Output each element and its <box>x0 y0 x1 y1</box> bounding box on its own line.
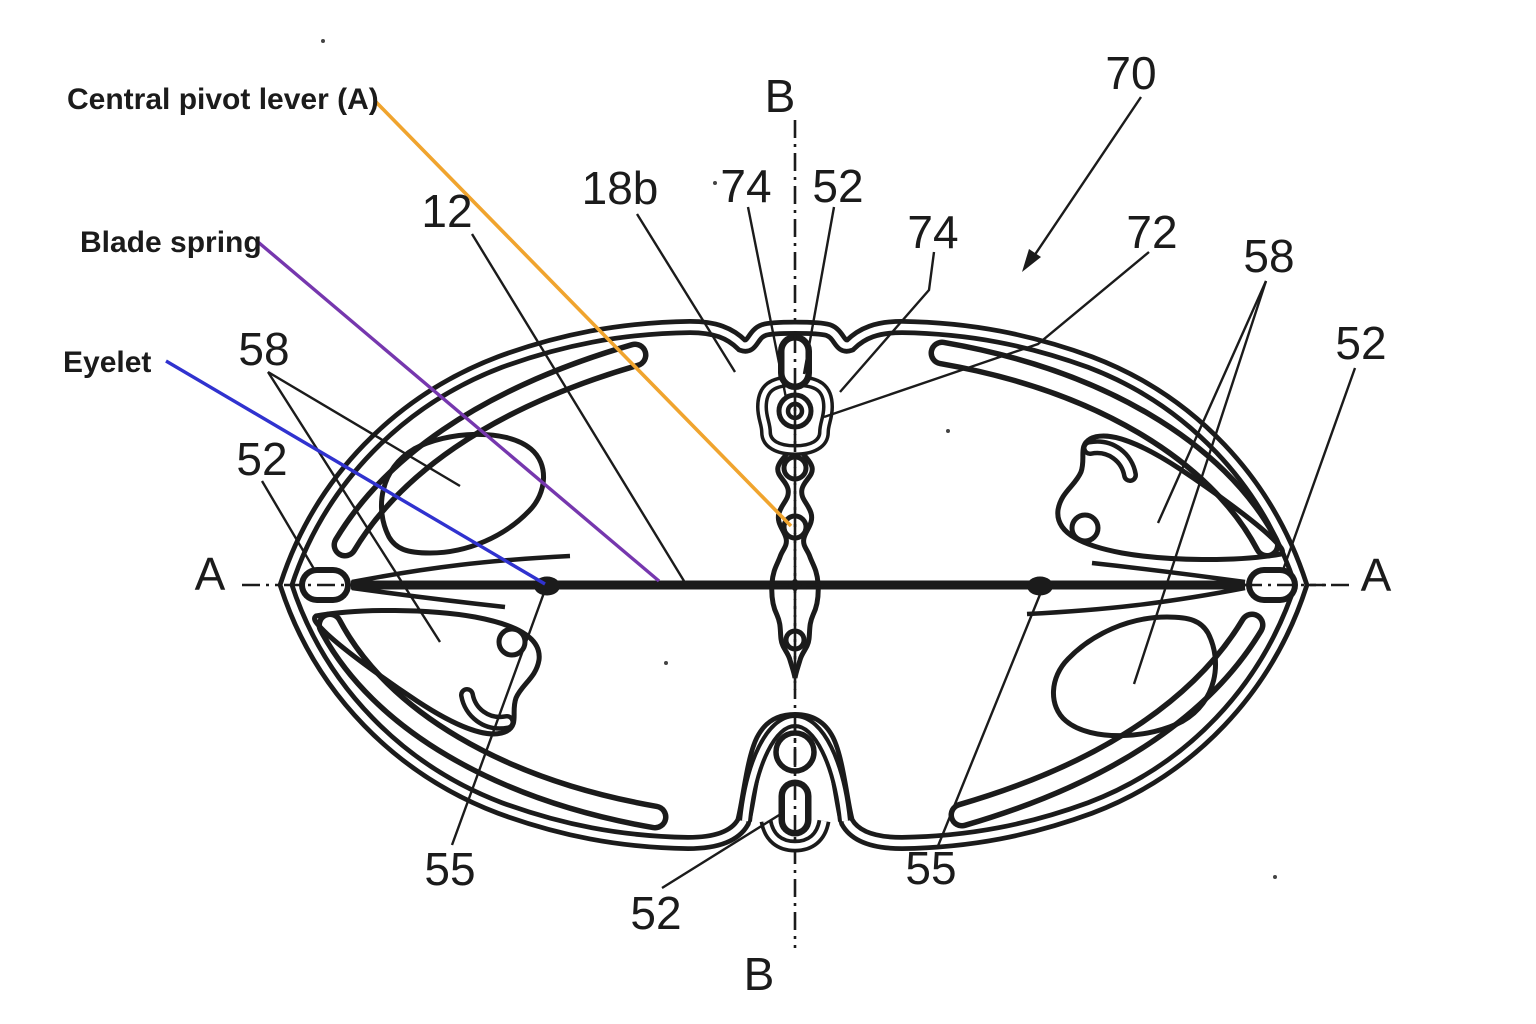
axis-a-right-label: A <box>1361 549 1392 601</box>
frame-outline <box>277 318 1310 852</box>
interior-cutouts-left <box>299 341 669 831</box>
ref-52-right-leader <box>1281 367 1357 571</box>
clevis-upper-line <box>351 553 571 585</box>
scan-specks <box>321 39 1277 879</box>
annotation-labels: Central pivot lever (A) Blade spring Eye… <box>63 83 379 379</box>
curved-slot-upper-gap <box>337 347 643 553</box>
ref-58-right-leader-1 <box>1156 280 1268 524</box>
ref-58-right-leader-2 <box>1132 280 1268 685</box>
speck <box>946 429 950 433</box>
ref-52-left-label: 52 <box>236 433 287 485</box>
ref-55-left-label: 55 <box>424 843 475 895</box>
ref-72-label: 72 <box>1126 206 1177 258</box>
ref-72-leader <box>823 251 1150 419</box>
ref-18b-label: 18b <box>582 162 659 214</box>
island-crescent-gap <box>463 691 511 727</box>
ref-52-bottom-leader <box>661 810 785 890</box>
ref-55-right-leader <box>936 591 1043 847</box>
ref-52-right-label: 52 <box>1335 317 1386 369</box>
annotation-leaders <box>165 100 793 586</box>
ref-12-leader <box>470 233 686 582</box>
reference-labels: 12 18b 74 52 74 70 72 58 52 58 52 55 55 … <box>195 47 1392 1000</box>
axis-b-top-label: B <box>765 70 796 122</box>
ref-52-top-leader <box>802 206 836 375</box>
speck <box>713 181 717 185</box>
frame-outline-gap <box>282 323 1305 847</box>
blade-spring-leader <box>256 240 661 583</box>
curved-slot-lower-gap <box>322 617 663 825</box>
ref-70-label: 70 <box>1105 47 1156 99</box>
bottom-droplet-gap <box>763 820 827 849</box>
island-lower <box>312 607 542 737</box>
eyelet-leader <box>165 359 546 586</box>
blade-spring-label: Blade spring <box>80 226 262 259</box>
speck <box>1273 875 1277 879</box>
central-pivot-lever-leader <box>374 100 793 528</box>
ref-55-left-leader <box>450 589 547 846</box>
ref-58-left-leader-2 <box>266 371 442 643</box>
reference-leaders <box>260 96 1357 890</box>
eyelet-label: Eyelet <box>63 346 151 379</box>
island-upper <box>379 431 546 556</box>
ref-55-right-label: 55 <box>905 842 956 894</box>
island-hole <box>496 626 528 658</box>
ref-52-left-leader <box>260 480 316 570</box>
ref-18b-leader <box>635 213 737 373</box>
ref-58-left-leader-1 <box>267 370 461 488</box>
ref-58-right-label: 58 <box>1243 230 1294 282</box>
center-point <box>787 577 803 593</box>
blade-rivet-right <box>1027 576 1053 596</box>
axis-b-bottom-label: B <box>744 948 775 1000</box>
ref-52-bottom-label: 52 <box>630 887 681 939</box>
curved-slot-upper <box>331 341 649 559</box>
ref-12-label: 12 <box>421 185 472 237</box>
axis-overlays <box>284 335 1326 848</box>
clevis-lower-line <box>351 585 506 610</box>
ref-58-left-label: 58 <box>238 323 289 375</box>
ref-74-right-label: 74 <box>907 206 958 258</box>
speck <box>321 39 325 43</box>
ref-74-left-label: 74 <box>720 160 771 212</box>
central-pivot-lever-label: Central pivot lever (A) <box>67 83 379 116</box>
ref-74-right-leader <box>839 251 936 393</box>
ref-70-arrow-shaft <box>1029 96 1142 263</box>
speck <box>664 661 668 665</box>
ref-52-top-label: 52 <box>812 160 863 212</box>
ref-70-arrowhead <box>1022 249 1041 272</box>
ref-74-left-leader <box>746 206 788 399</box>
axis-a-left-label: A <box>195 548 226 600</box>
